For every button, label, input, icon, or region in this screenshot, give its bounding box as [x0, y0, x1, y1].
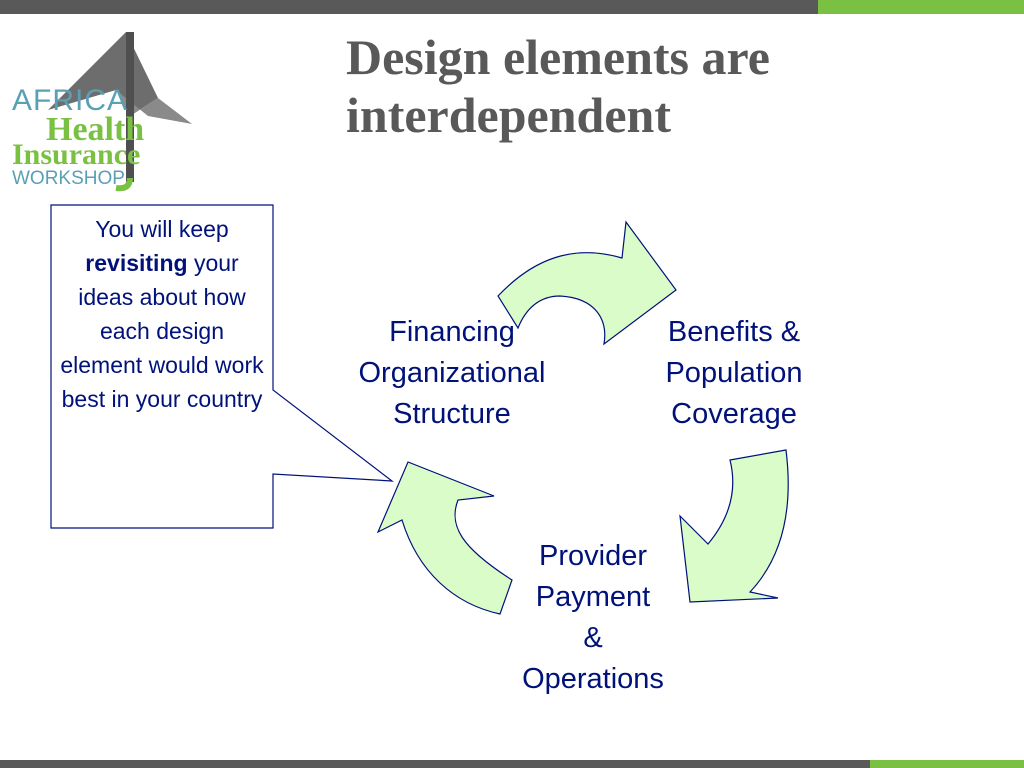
logo-line-africa: AFRICA [12, 84, 128, 117]
top-accent-bar [0, 0, 1024, 14]
cycle-arrow-right [679, 449, 789, 603]
logo-line-insurance: Insurance [12, 138, 140, 171]
node-financing-line-2: Organizational [358, 357, 546, 389]
slide-title: Design elements are interdependent [346, 28, 986, 144]
logo-hook [115, 177, 133, 192]
node-benefits-line-1: Benefits & [667, 316, 801, 348]
node-provider-payment: Provider Payment & Operations [490, 536, 696, 700]
logo-pole [126, 32, 134, 182]
callout-text-before: You will keep [95, 216, 229, 242]
logo-line-workshop: WORKSHOP [12, 168, 125, 189]
node-provider-line-2: Payment [535, 581, 651, 613]
logo-roof-shade [116, 90, 192, 124]
africa-health-insurance-workshop-logo: AFRICA Health Insurance WORKSHOP [12, 32, 192, 192]
node-provider-line-4: Operations [522, 663, 664, 695]
node-benefits: Benefits & Population Coverage [630, 312, 838, 435]
node-provider-line-3: & [583, 622, 603, 654]
callout-box [50, 204, 394, 529]
top-bar-gray-segment [0, 0, 818, 14]
node-benefits-line-3: Coverage [671, 398, 797, 430]
node-provider-line-1: Provider [539, 540, 647, 572]
bottom-accent-bar [0, 760, 1024, 768]
top-bar-green-segment [818, 0, 1024, 14]
logo-line-health: Health [46, 111, 144, 148]
callout-text-after: your ideas about how each design element… [60, 250, 264, 412]
cycle-arrow-top [497, 220, 677, 346]
slide-title-line-2: interdependent [346, 87, 671, 143]
callout-text: You will keep revisiting your ideas abou… [56, 212, 268, 416]
node-financing-line-3: Structure [393, 398, 511, 430]
cycle-arrow-left [376, 461, 513, 615]
slide-title-line-1: Design elements are [346, 29, 770, 85]
callout-text-bold: revisiting [85, 250, 188, 276]
node-financing-line-1: Financing [389, 316, 515, 348]
node-financing: Financing Organizational Structure [330, 312, 574, 435]
bottom-bar-green-segment [870, 760, 1024, 768]
node-benefits-line-2: Population [665, 357, 803, 389]
bottom-bar-gray-segment [0, 760, 870, 768]
